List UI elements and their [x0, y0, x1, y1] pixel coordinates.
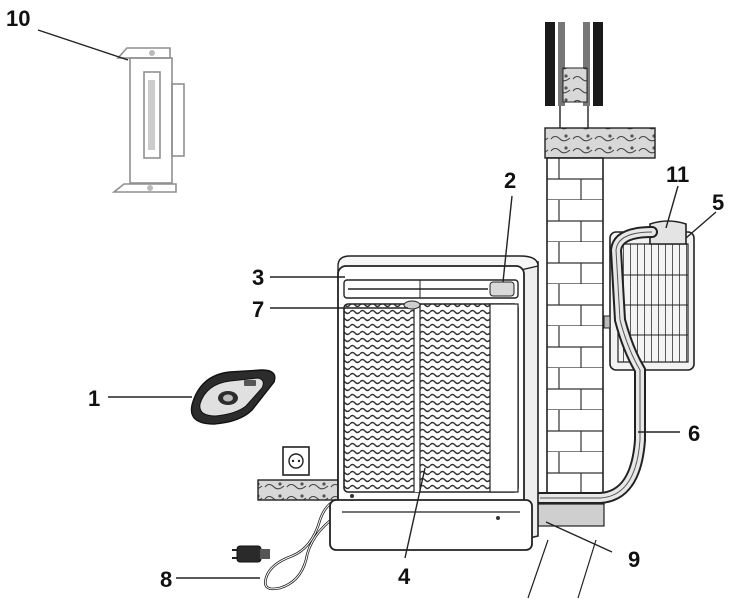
- indoor-unit: [329, 255, 539, 551]
- ceiling-beam: [544, 127, 656, 159]
- callout-3: 3: [252, 265, 264, 290]
- connection-hose: [534, 226, 658, 504]
- callout-6: 6: [688, 421, 700, 446]
- power-plug: [232, 545, 270, 563]
- callout-5: 5: [712, 190, 724, 215]
- callout-7: 7: [252, 297, 264, 322]
- leader-lines: [37, 29, 717, 579]
- callout-8: 8: [160, 567, 172, 592]
- power-socket: [282, 446, 310, 476]
- chimney-top: [545, 22, 603, 130]
- callout-4: 4: [398, 564, 411, 589]
- wall-mounting-bracket: [111, 47, 185, 193]
- brick-wall: [546, 157, 604, 521]
- floor-ledge: [257, 479, 339, 501]
- callout-9: 9: [628, 547, 640, 572]
- power-cord: [264, 498, 337, 591]
- outdoor-unit: [603, 231, 695, 371]
- callout-10: 10: [6, 6, 30, 31]
- callout-2: 2: [504, 168, 516, 193]
- callout-11: 11: [666, 162, 689, 187]
- remote-control: [190, 369, 276, 425]
- callout-1: 1: [88, 386, 100, 411]
